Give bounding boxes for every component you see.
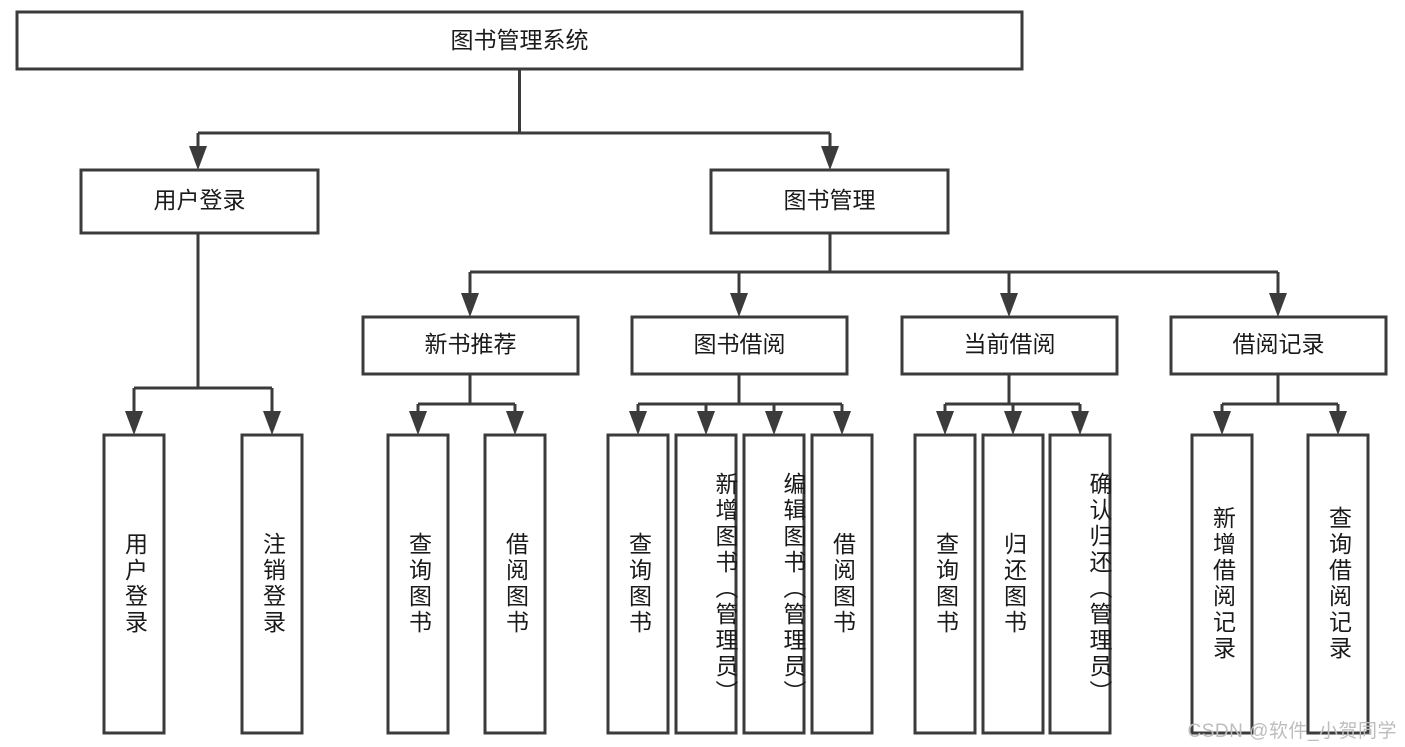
leaf-box-group	[102, 433, 1370, 735]
arrowhead-new-book-rec	[461, 293, 479, 317]
leaf-rect-edit-book[interactable]	[742, 433, 806, 735]
watermark-text: CSDN @软件_小贺同学	[1187, 721, 1397, 742]
arrowhead-leaf-user-login	[125, 411, 143, 435]
arrowhead-leaf-query-book-1	[409, 411, 427, 435]
arrowhead-user-login	[189, 146, 207, 170]
node-root-label: 图书管理系统	[451, 27, 589, 53]
node-borrow-record-rect[interactable]	[1169, 315, 1388, 376]
arrowhead-leaf-query-record	[1329, 411, 1347, 435]
leaf-rect-borrow-book-2[interactable]	[810, 433, 874, 735]
arrowhead-leaf-query-book-2	[629, 411, 647, 435]
edge-group	[125, 69, 1347, 435]
node-root[interactable]: 图书管理系统	[15, 10, 1024, 71]
arrowhead-leaf-edit-book	[765, 411, 783, 435]
node-book-borrow[interactable]: 图书借阅	[630, 315, 849, 376]
node-new-book-rec-rect[interactable]	[361, 315, 580, 376]
arrowhead-leaf-borrow-book-2	[833, 411, 851, 435]
arrowhead-leaf-confirm-return	[1071, 411, 1089, 435]
node-root-rect[interactable]	[15, 10, 1024, 71]
leaf-rect-user-login[interactable]	[102, 433, 166, 735]
arrowhead-leaf-logout	[263, 411, 281, 435]
node-user-login-rect[interactable]	[79, 168, 320, 235]
node-current-borrow-label: 当前借阅	[964, 331, 1056, 357]
leaf-rect-confirm-return[interactable]	[1048, 433, 1112, 735]
arrowhead-leaf-return-book	[1004, 411, 1022, 435]
arrowhead-leaf-add-book	[697, 411, 715, 435]
node-new-book-rec[interactable]: 新书推荐	[361, 315, 580, 376]
leaf-rect-return-book[interactable]	[981, 433, 1045, 735]
arrowhead-leaf-add-record	[1213, 411, 1231, 435]
node-new-book-rec-label: 新书推荐	[425, 331, 517, 357]
leaf-rect-borrow-book-1[interactable]	[483, 433, 547, 735]
node-current-borrow-rect[interactable]	[900, 315, 1119, 376]
node-borrow-record[interactable]: 借阅记录	[1169, 315, 1388, 376]
leaf-rect-add-record[interactable]	[1190, 433, 1254, 735]
arrowhead-leaf-query-book-3	[936, 411, 954, 435]
node-book-manage-label: 图书管理	[784, 187, 876, 213]
node-book-manage-rect[interactable]	[709, 168, 950, 235]
node-book-manage[interactable]: 图书管理	[709, 168, 950, 235]
node-user-login-label: 用户登录	[154, 187, 246, 213]
leaf-rect-query-book-1[interactable]	[386, 433, 450, 735]
node-user-login[interactable]: 用户登录	[79, 168, 320, 235]
leaf-rect-query-record[interactable]	[1306, 433, 1370, 735]
arrowhead-leaf-borrow-book-1	[506, 411, 524, 435]
arrowhead-current-borrow	[1000, 293, 1018, 317]
arrowhead-book-borrow	[730, 293, 748, 317]
leaf-rect-query-book-2[interactable]	[606, 433, 670, 735]
leaf-rect-add-book[interactable]	[674, 433, 738, 735]
arrowhead-borrow-record	[1269, 293, 1287, 317]
leaf-rect-logout[interactable]	[240, 433, 304, 735]
arrowhead-book-manage	[821, 146, 839, 170]
leaf-rect-query-book-3[interactable]	[913, 433, 977, 735]
node-book-borrow-rect[interactable]	[630, 315, 849, 376]
node-book-borrow-label: 图书借阅	[694, 331, 786, 357]
node-borrow-record-label: 借阅记录	[1233, 331, 1325, 357]
node-current-borrow[interactable]: 当前借阅	[900, 315, 1119, 376]
